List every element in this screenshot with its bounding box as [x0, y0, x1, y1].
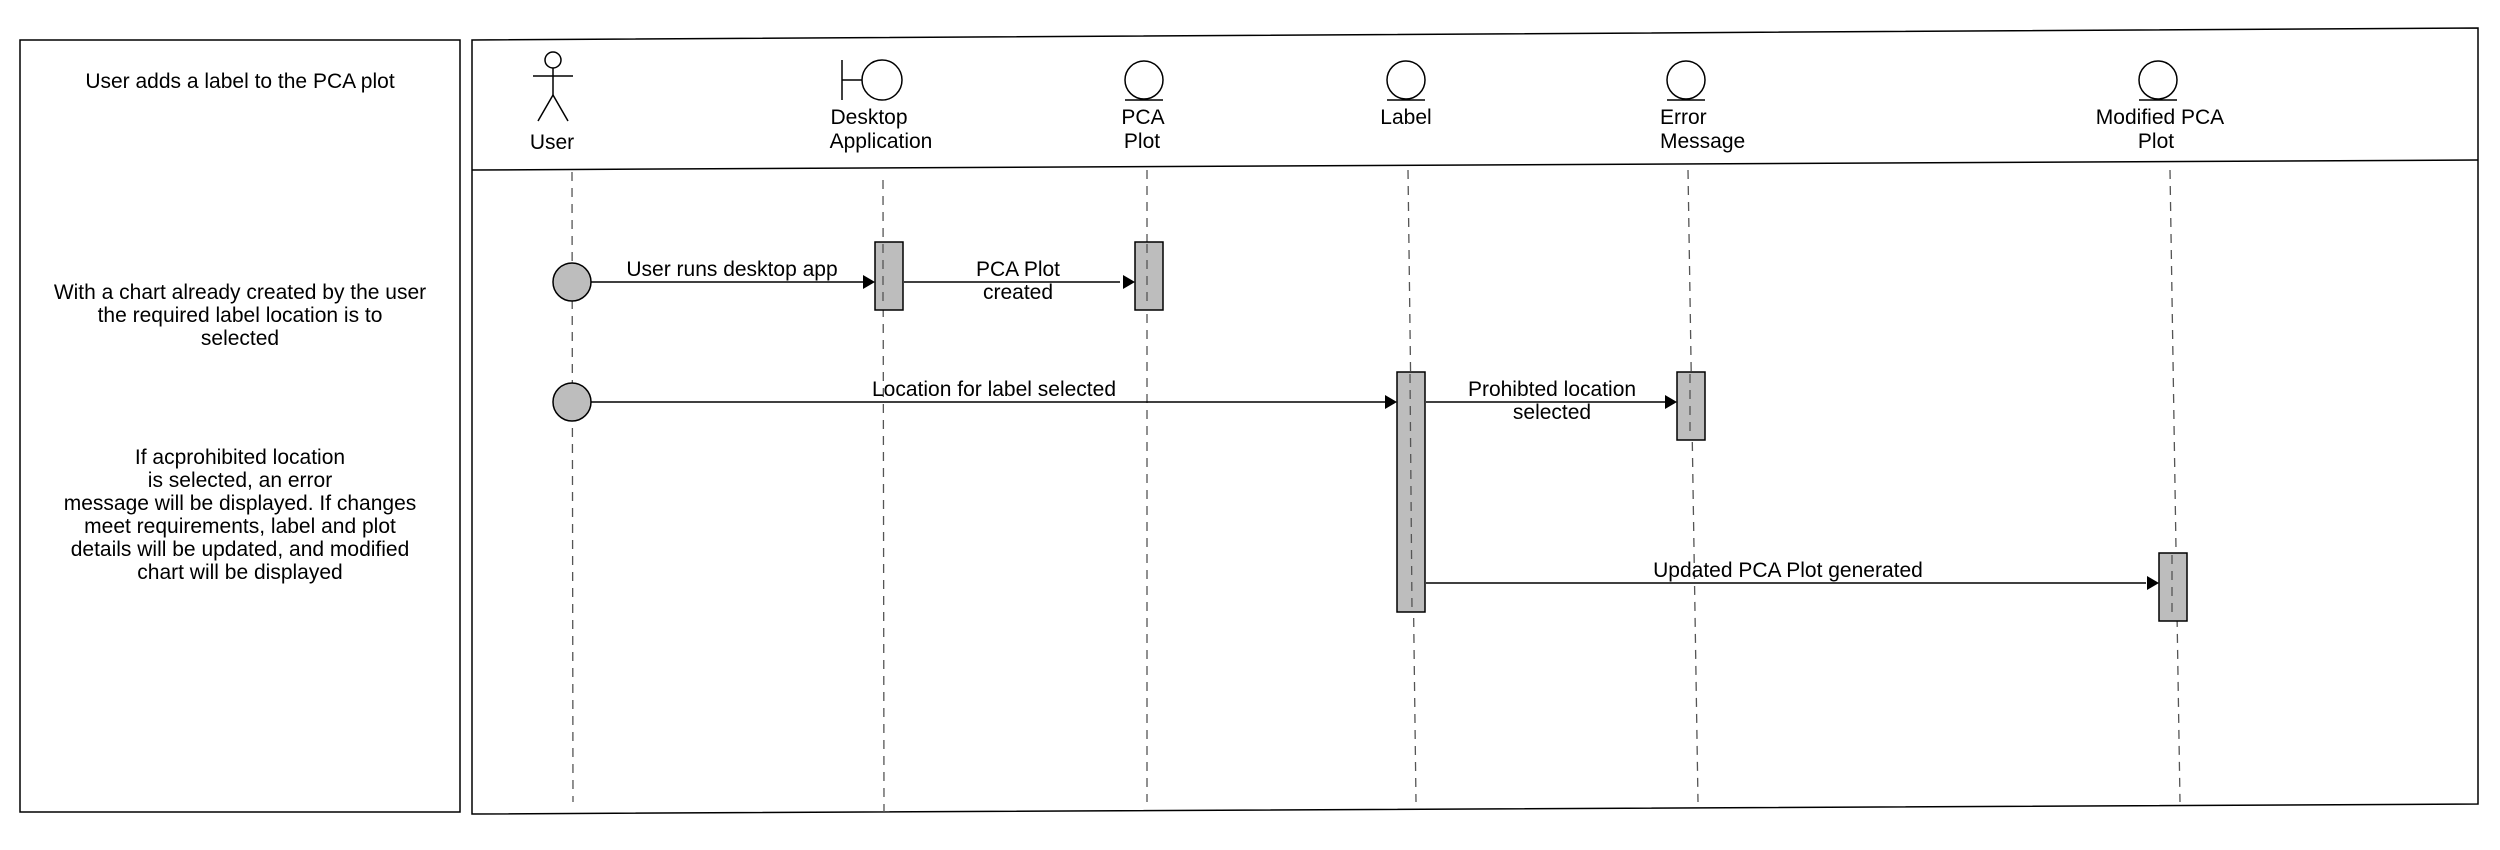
- entity-icon: [2138, 60, 2178, 101]
- entity-icon: [1666, 60, 1706, 101]
- notes-step-2-line: details will be updated, and modified: [71, 538, 410, 561]
- message-label-pca-plot-created: PCA Plot: [976, 258, 1060, 281]
- lifeline-label-pca-plot: PCA: [1121, 106, 1164, 129]
- activation-desktop-application: [874, 241, 904, 311]
- lifeline-label-modified-pca-plot: Plot: [2138, 130, 2174, 153]
- notes-step-1-line: selected: [201, 327, 279, 350]
- notes-step-2-line: is selected, an error: [148, 469, 332, 492]
- lifeline-label-pca-plot: Plot: [1124, 130, 1160, 153]
- arrowhead-icon: [1385, 395, 1397, 409]
- message-label-location-for-label-selected: Location for label selected: [872, 378, 1116, 401]
- start-circle: [552, 382, 592, 422]
- actor-user: [533, 51, 573, 122]
- actor-left-leg: [537, 94, 554, 122]
- notes-step-2-line: chart will be displayed: [137, 561, 342, 584]
- entity-icon: [1124, 60, 1164, 101]
- notes-step-2-line: meet requirements, label and plot: [84, 515, 396, 538]
- header-divider: [471, 159, 2479, 171]
- notes-step-2-line: message will be displayed. If changes: [64, 492, 417, 515]
- message-label-prohibited-location-selected: selected: [1513, 401, 1591, 424]
- actor-right-leg: [552, 94, 569, 122]
- notes-panel: [19, 39, 461, 813]
- message-label-user-runs-desktop-app: User runs desktop app: [626, 258, 837, 281]
- arrowheads: [863, 275, 2159, 590]
- lifeline-label-user: User: [530, 131, 574, 154]
- lifeline-label-error-message: Message: [1660, 130, 1745, 153]
- message-lines: [591, 281, 2146, 584]
- lifeline-label-desktop-application: Application: [830, 130, 933, 153]
- lifeline-label-label: Label: [1380, 106, 1431, 129]
- arrowhead-icon: [863, 275, 875, 289]
- notes-step-2-line: If acprohibited location: [135, 446, 345, 469]
- message-label-updated-pca-plot-generated: Updated PCA Plot generated: [1653, 559, 1923, 582]
- lifeline-label-modified-pca-plot: Modified PCA: [2096, 106, 2224, 129]
- lifeline-label-desktop-application: Desktop: [830, 106, 907, 129]
- activation-bars: [874, 241, 2188, 622]
- activation-pca-plot: [1134, 241, 1164, 311]
- notes-step-2: If acprohibited location is selected, an…: [64, 446, 417, 584]
- notes-step-1-line: With a chart already created by the user: [54, 281, 426, 304]
- activation-modified-pca-plot: [2158, 552, 2188, 622]
- notes-step-1: With a chart already created by the user…: [54, 281, 426, 350]
- arrowhead-icon: [1665, 395, 1677, 409]
- message-label-prohibited-location-selected: Prohibted location: [1468, 378, 1636, 401]
- start-circle: [552, 262, 592, 302]
- activation-dashes: [882, 244, 2173, 619]
- notes-title: User adds a label to the PCA plot: [85, 70, 395, 93]
- entity-icon: [1386, 60, 1426, 101]
- notes-step-1-line: the required label location is to: [98, 304, 383, 327]
- boundary-icon: [841, 59, 903, 101]
- message-label-pca-plot-created: created: [983, 281, 1053, 304]
- activation-error-message: [1676, 371, 1706, 441]
- diagram-frame: [471, 27, 2479, 815]
- arrowhead-icon: [2147, 576, 2159, 590]
- lifeline-label-error-message: Error: [1660, 106, 1707, 129]
- arrowhead-icon: [1123, 275, 1135, 289]
